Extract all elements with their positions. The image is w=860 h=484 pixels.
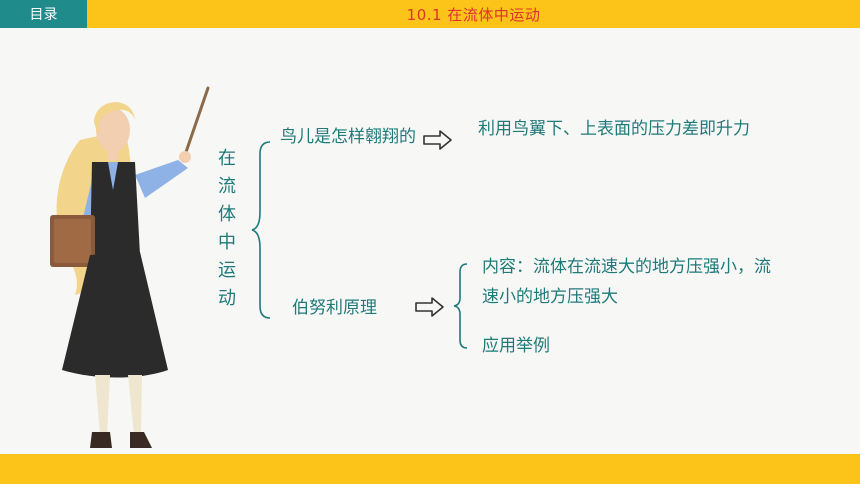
root-brace: [251, 141, 271, 319]
root-topic: 在流体中运动: [218, 148, 236, 309]
teacher-illustration: [50, 86, 210, 448]
bernoulli-content: 内容：流体在流速大的地方压强小，流速小的地方压强大: [482, 257, 771, 307]
bernoulli-brace: [453, 263, 468, 349]
bernoulli-application: 应用举例: [482, 336, 550, 356]
arrow-right-icon: [423, 130, 452, 150]
branch-birds-flight-result: 利用鸟翼下、上表面的压力差即升力: [478, 119, 750, 139]
bottom-bar: [0, 454, 860, 484]
toc-button[interactable]: 目录: [0, 0, 87, 28]
branch-birds-flight: 鸟儿是怎样翱翔的: [280, 127, 416, 147]
branch-bernoulli: 伯努利原理: [292, 298, 377, 318]
top-bar: [0, 0, 860, 28]
slide-title: 10.1 在流体中运动: [406, 5, 541, 24]
arrow-right-icon: [415, 297, 444, 317]
